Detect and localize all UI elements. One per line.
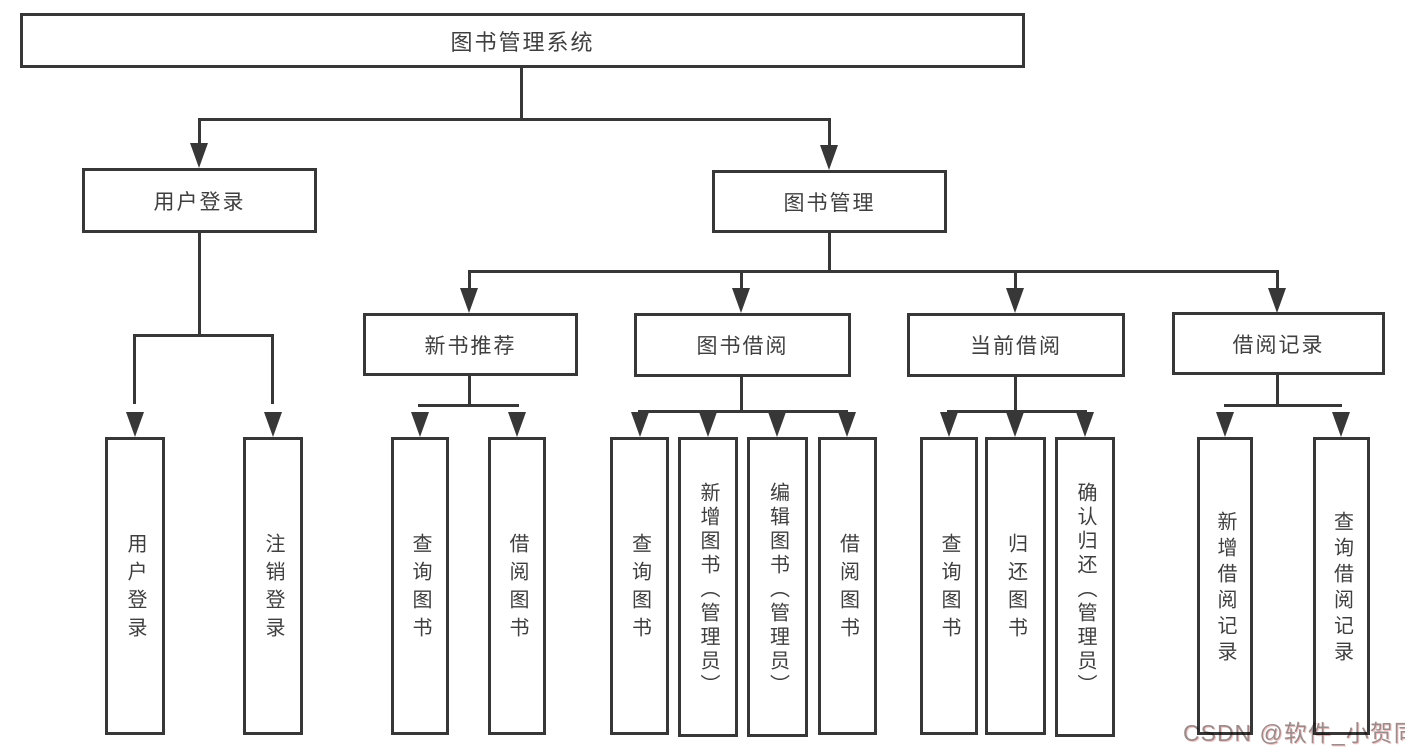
leaf-query-borrow-record: 查询借阅记录 xyxy=(1313,437,1370,735)
leaf-query-book-borrow: 查询图书 xyxy=(610,437,669,735)
connector-segment xyxy=(133,334,136,404)
connector-segment xyxy=(1014,377,1017,413)
arrow-down-icon xyxy=(1216,412,1234,437)
node-root: 图书管理系统 xyxy=(20,13,1025,68)
connector-segment xyxy=(520,68,523,121)
connector-segment xyxy=(1276,270,1279,290)
arrow-down-icon xyxy=(411,412,429,437)
leaf-confirm-return-admin: 确认归还（管理员） xyxy=(1055,437,1115,737)
connector-segment xyxy=(468,270,1279,273)
arrow-down-icon xyxy=(631,412,649,437)
connector-segment xyxy=(1224,404,1342,407)
leaf-logout: 注销登录 xyxy=(243,437,303,735)
connector-segment xyxy=(133,334,274,337)
connector-segment xyxy=(418,404,519,407)
connector-segment xyxy=(198,118,201,153)
leaf-user-login: 用户登录 xyxy=(105,437,165,735)
node-new-book-recommend: 新书推荐 xyxy=(363,313,578,376)
leaf-add-borrow-record: 新增借阅记录 xyxy=(1197,437,1253,735)
connector-segment xyxy=(468,270,471,290)
node-book-borrow: 图书借阅 xyxy=(634,313,851,377)
arrow-down-icon xyxy=(732,288,750,313)
arrow-down-icon xyxy=(820,145,838,170)
connector-segment xyxy=(828,118,831,153)
arrow-down-icon xyxy=(190,143,208,168)
arrow-down-icon xyxy=(264,412,282,437)
connector-segment xyxy=(198,118,831,121)
arrow-down-icon xyxy=(460,288,478,313)
node-current-borrow: 当前借阅 xyxy=(907,313,1125,377)
csdn-watermark: CSDN @软件_小贺同学 xyxy=(1183,720,1405,746)
leaf-return-book: 归还图书 xyxy=(985,437,1046,735)
arrow-down-icon xyxy=(940,412,958,437)
connector-segment xyxy=(828,233,831,273)
arrow-down-icon xyxy=(1268,288,1286,313)
connector-segment xyxy=(468,376,471,407)
arrow-down-icon xyxy=(1006,412,1024,437)
node-user-login: 用户登录 xyxy=(82,168,317,233)
arrow-down-icon xyxy=(126,412,144,437)
leaf-borrow-book: 借阅图书 xyxy=(818,437,877,735)
arrow-down-icon xyxy=(1076,412,1094,437)
connector-segment xyxy=(638,410,848,413)
arrow-down-icon xyxy=(699,412,717,437)
connector-segment xyxy=(947,410,1087,413)
node-borrow-records: 借阅记录 xyxy=(1172,312,1385,375)
connector-segment xyxy=(740,270,743,290)
connector-segment xyxy=(1276,375,1279,407)
arrow-down-icon xyxy=(838,412,856,437)
leaf-add-book-admin: 新增图书（管理员） xyxy=(678,437,738,737)
connector-segment xyxy=(198,233,201,337)
arrow-down-icon xyxy=(1332,412,1350,437)
arrow-down-icon xyxy=(508,412,526,437)
arrow-down-icon xyxy=(768,412,786,437)
connector-segment xyxy=(1014,270,1017,290)
connector-segment xyxy=(271,334,274,404)
leaf-query-book-current: 查询图书 xyxy=(920,437,978,735)
leaf-edit-book-admin: 编辑图书（管理员） xyxy=(747,437,808,737)
leaf-query-book-recommend: 查询图书 xyxy=(391,437,449,735)
connector-segment xyxy=(740,377,743,413)
node-book-management: 图书管理 xyxy=(712,170,947,233)
arrow-down-icon xyxy=(1006,288,1024,313)
leaf-borrow-book-recommend: 借阅图书 xyxy=(488,437,546,735)
